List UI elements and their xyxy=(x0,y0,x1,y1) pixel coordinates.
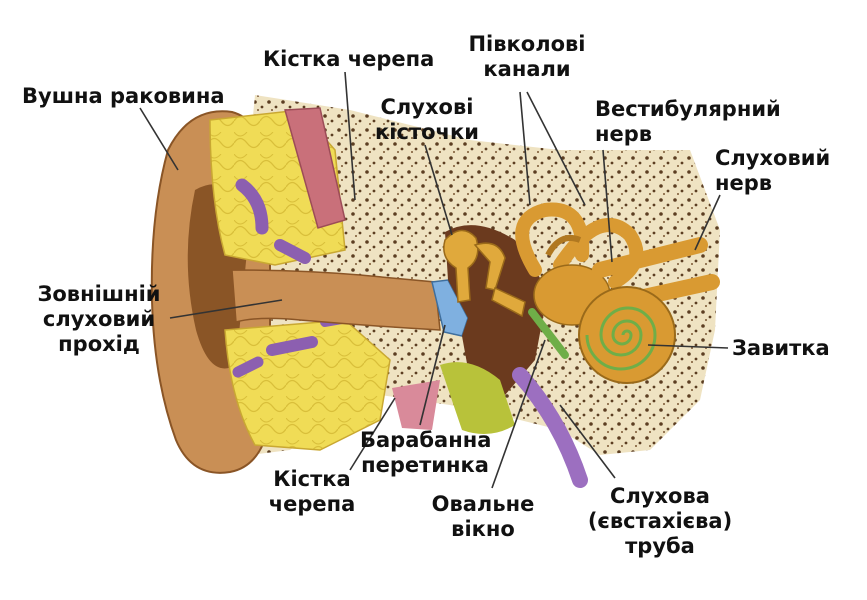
vessel-3 xyxy=(272,342,312,350)
label-auricle: Вушна раковина xyxy=(22,84,225,109)
label-semicircular-canals: Півколові канали xyxy=(462,32,592,82)
label-skull-top: Кістка черепа xyxy=(263,47,434,72)
pink-tissue xyxy=(392,380,440,430)
label-eustachian-tube: Слухова (євстахієва) труба xyxy=(585,484,735,559)
label-eardrum: Барабанна перетинка xyxy=(360,428,490,478)
label-skull-bottom: Кістка черепа xyxy=(262,467,362,517)
label-oval-window: Овальне вікно xyxy=(428,492,538,542)
label-vestibular-nerve: Вестибулярний нерв xyxy=(595,97,781,147)
label-ossicles: Слухові кісточки xyxy=(372,95,482,145)
label-cochlea: Завитка xyxy=(732,336,830,361)
label-auditory-nerve: Слуховий нерв xyxy=(715,146,830,196)
label-external-canal: Зовнішній слуховий прохід xyxy=(28,282,170,357)
